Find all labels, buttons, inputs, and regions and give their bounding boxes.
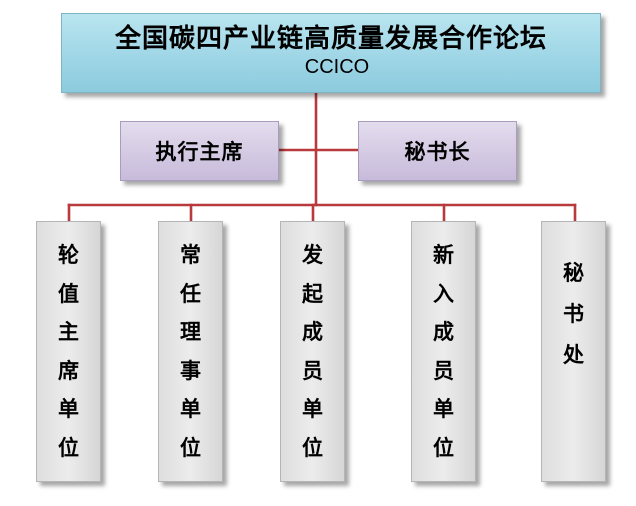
unit-char: 新: [433, 243, 454, 267]
unit-char: 单: [433, 397, 454, 421]
unit-char: 常: [180, 243, 201, 267]
unit-char: 理: [180, 320, 201, 344]
standing-director-units-box: 常 任 理 事 单 位: [158, 221, 223, 482]
unit-char: 任: [180, 281, 201, 306]
unit-char: 起: [302, 281, 323, 306]
unit-char: 值: [58, 281, 79, 306]
unit-char: 主: [58, 320, 79, 344]
unit-char: 单: [58, 397, 79, 421]
forum-title-box: 全国碳四产业链高质量发展合作论坛 CCICO: [61, 13, 601, 93]
rotating-chair-units-box: 轮 值 主 席 单 位: [36, 221, 101, 482]
unit-char: 发: [302, 243, 323, 267]
executive-chair-box: 执行主席: [120, 121, 279, 181]
unit-char: 事: [180, 358, 201, 383]
unit-char: 处: [563, 343, 584, 367]
unit-char: 单: [180, 397, 201, 421]
unit-char: 员: [302, 358, 323, 383]
unit-char: 席: [58, 358, 79, 383]
founding-member-units-box: 发 起 成 员 单 位: [280, 221, 345, 482]
unit-char: 位: [433, 435, 454, 460]
unit-char: 入: [433, 281, 454, 306]
secretary-general-box: 秘书长: [358, 121, 517, 181]
unit-char: 位: [302, 435, 323, 460]
unit-char: 书: [563, 302, 584, 326]
unit-char: 成: [433, 320, 454, 344]
forum-title: 全国碳四产业链高质量发展合作论坛: [114, 24, 547, 54]
unit-char: 位: [180, 435, 201, 460]
new-member-units-box: 新 入 成 员 单 位: [411, 221, 476, 482]
secretariat-box: 秘 书 处: [541, 221, 606, 482]
unit-char: 单: [302, 397, 323, 421]
unit-char: 轮: [58, 243, 79, 267]
unit-char: 位: [58, 435, 79, 460]
unit-char: 成: [302, 320, 323, 344]
forum-abbreviation: CCICO: [304, 56, 370, 78]
unit-char: 秘: [563, 261, 584, 285]
unit-char: 员: [433, 358, 454, 383]
